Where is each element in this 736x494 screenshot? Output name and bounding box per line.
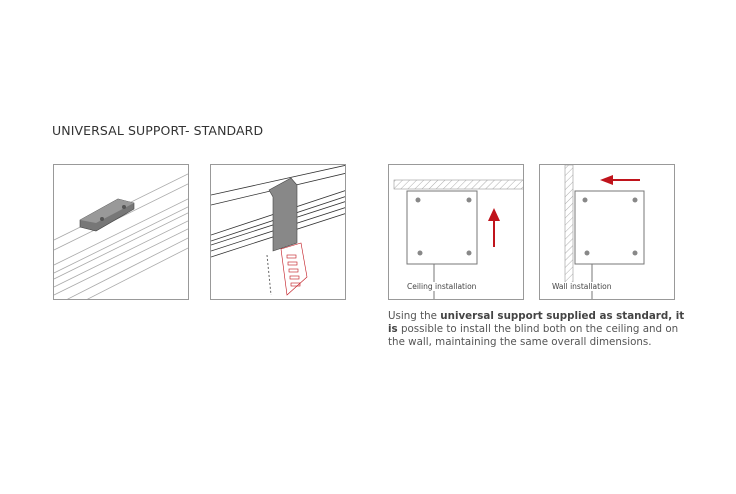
- bracket-hanging-blind-drawing: [211, 165, 345, 296]
- bracket-on-profile-drawing: [54, 173, 188, 299]
- wall-installation-label: Wall installation: [552, 282, 612, 291]
- support-detail-illustration: [53, 164, 189, 300]
- wall-installation-drawing: [564, 165, 645, 299]
- wall-installation-panel: Wall installation: [539, 164, 675, 300]
- ceiling-installation-drawing: [393, 179, 523, 299]
- support-with-blind-illustration: [210, 164, 346, 300]
- caption-rest: possible to install the blind both on th…: [388, 323, 679, 348]
- ceiling-installation-label: Ceiling installation: [407, 282, 477, 291]
- page-title: UNIVERSAL SUPPORT- STANDARD: [52, 123, 264, 138]
- caption-bold: universal support supplied as standard, …: [388, 310, 685, 335]
- ceiling-installation-panel: Ceiling installation: [388, 164, 524, 300]
- description-text: Using the universal support supplied as …: [388, 310, 688, 349]
- caption-prefix: Using the: [388, 310, 441, 322]
